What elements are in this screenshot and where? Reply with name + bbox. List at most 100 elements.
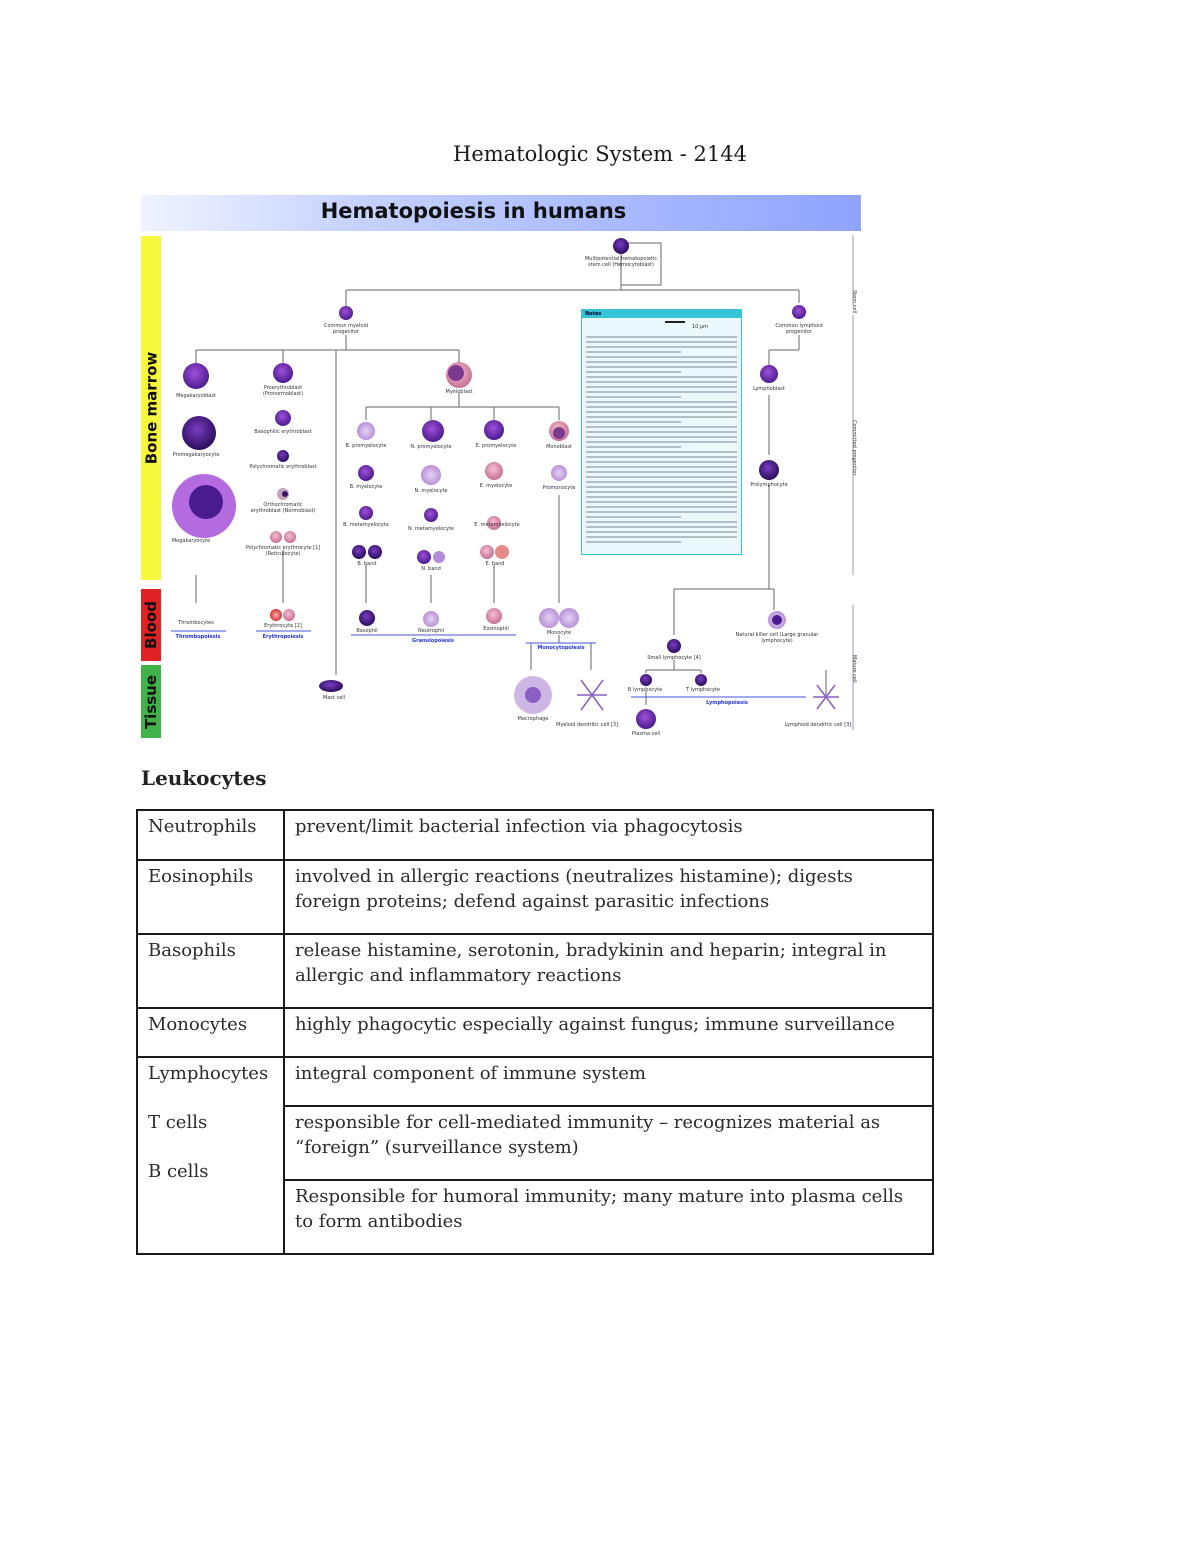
cell-lymphoid-dendritic	[813, 684, 839, 710]
cell-mast	[319, 680, 343, 692]
cell-proerythroblast	[273, 363, 293, 383]
label-e-metamyelocyte: E. metamyelocyte	[474, 522, 520, 528]
label-mast-cell: Mast cell	[322, 695, 346, 701]
cell-prolymphocyte	[759, 460, 779, 480]
label-megakaryoblast: Megakaryoblast	[176, 393, 216, 399]
label-e-band: E. band	[485, 561, 505, 567]
lineage-diagram	[171, 235, 854, 730]
cell-b-metamyelocyte	[359, 506, 373, 520]
cell-erythrocyte-b	[283, 609, 295, 621]
table-row-b-cells: Responsible for humoral immunity; many m…	[137, 1179, 934, 1255]
cell-megakaryocyte-nucleus	[189, 485, 223, 519]
cell-nk-nucleus	[772, 615, 782, 625]
label-clp: Common lymphoid progenitor	[775, 323, 823, 335]
connector-lines	[195, 242, 827, 705]
cell-name-basophils: Basophils	[136, 933, 285, 1009]
cell-neutrophil	[423, 611, 439, 627]
cells	[172, 238, 839, 729]
table-row-monocytes: Monocytes highly phagocytic especially a…	[136, 1007, 934, 1058]
table-row-neutrophils: Neutrophils prevent/limit bacterial infe…	[136, 809, 934, 861]
label-myeloblast: Myeloblast	[445, 389, 473, 395]
label-b-promyelocyte: B. promyelocyte	[345, 443, 387, 449]
label-neutrophil: Neutrophil	[417, 628, 445, 634]
cell-desc-lymphocytes: integral component of immune system	[283, 1056, 934, 1107]
label-b-band: B. band	[357, 561, 377, 567]
cell-myeloid-dendritic	[577, 679, 607, 711]
label-n-myelocyte: N. myelocyte	[414, 488, 448, 494]
cell-t-lymphocyte	[695, 674, 707, 686]
label-granulopoiesis: Granulopoiesis	[412, 638, 454, 644]
label-lymphoblast: Lymphoblast	[753, 386, 785, 392]
cell-hsc	[613, 238, 629, 254]
label-cmp: Common myeloid progenitor	[323, 323, 369, 335]
cell-macrophage-nucleus	[525, 687, 541, 703]
label-t-lymphocyte: T lymphocyte	[685, 687, 721, 693]
cell-monoblast-nucleus	[553, 427, 565, 439]
label-committed-progenitor: Committed progenitor	[851, 420, 857, 476]
b-cells-label: B cells	[148, 1161, 209, 1182]
lymphocytes-label: Lymphocytes	[148, 1063, 269, 1084]
label-mature-cell: Mature cell	[851, 655, 857, 683]
t-cells-label: T cells	[148, 1112, 208, 1133]
label-macrophage: Macrophage	[517, 716, 549, 722]
cell-plasma	[636, 709, 656, 729]
cell-n-promyelocyte	[422, 420, 444, 442]
label-promegakaryocyte: Promegakaryocyte	[172, 452, 220, 458]
label-orthochromatic-erythroblast: Orthochromatic erythroblast (Normoblast)	[250, 502, 316, 514]
cell-e-band-b	[495, 545, 509, 559]
label-nk-cell: Natural killer cell (Large granular lymp…	[735, 632, 819, 644]
notes-title: Notes	[582, 310, 741, 318]
table-row-eosinophils: Eosinophils involved in allergic reactio…	[136, 859, 934, 935]
notes-box: Notes 10 µm	[581, 309, 742, 555]
cell-desc-monocytes: highly phagocytic especially against fun…	[283, 1007, 934, 1058]
cell-n-band-b	[433, 551, 445, 563]
label-monocyte: Monocyte	[546, 630, 572, 636]
cell-small-lymphocyte	[667, 639, 681, 653]
notes-scale-label: 10 µm	[692, 324, 709, 330]
leukocytes-heading: Leukocytes	[141, 766, 267, 790]
cell-e-band-a	[480, 545, 494, 559]
cell-name-lymphocytes: Lymphocytes T cells B cells	[136, 1056, 285, 1255]
bone-marrow-band: Bone marrow	[141, 236, 161, 580]
cell-promegakaryocyte	[182, 416, 216, 450]
cell-cmp	[339, 306, 353, 320]
cell-reticulocyte-a	[270, 531, 282, 543]
tissue-band: Tissue	[141, 665, 161, 738]
cell-desc-eosinophils: involved in allergic reactions (neutrali…	[283, 859, 934, 935]
cell-e-promyelocyte	[484, 420, 504, 440]
cell-basophil	[359, 610, 375, 626]
label-lymphoid-dendritic: Lymphoid dendritic cell [3]	[784, 722, 852, 728]
label-polychromatic-erythroblast: Polychromatic erythroblast	[249, 464, 317, 470]
label-b-metamyelocyte: B. metamyelocyte	[343, 522, 389, 528]
label-thrombopoiesis: Thrombopoiesis	[175, 634, 221, 640]
cell-lymphoblast	[760, 365, 778, 383]
cell-b-band-b	[368, 545, 382, 559]
label-n-promyelocyte: N. promyelocyte	[410, 444, 452, 450]
label-b-lymphocyte: B lymphocyte	[627, 687, 663, 693]
cell-polychromatic-erythroblast	[277, 450, 289, 462]
cell-eosinophil	[486, 608, 502, 624]
cell-name-monocytes: Monocytes	[136, 1007, 285, 1058]
cell-e-myelocyte	[485, 462, 503, 480]
label-e-myelocyte: E. myelocyte	[479, 483, 513, 489]
cell-b-lymphocyte	[640, 674, 652, 686]
cell-ortho-nucleus	[282, 491, 288, 497]
cell-name-neutrophils: Neutrophils	[136, 809, 285, 861]
label-n-band: N. band	[421, 566, 441, 572]
cell-desc-basophils: release histamine, serotonin, bradykinin…	[283, 933, 934, 1009]
cell-monocyte-b	[559, 608, 579, 628]
table-row-basophils: Basophils release histamine, serotonin, …	[136, 933, 934, 1009]
label-thrombocytes: Thrombocytes	[178, 620, 214, 626]
label-lymphopoiesis: Lymphopoiesis	[706, 700, 748, 706]
cell-myeloblast-nucleus	[448, 365, 464, 381]
label-b-myelocyte: B. myelocyte	[349, 484, 383, 490]
cell-basophilic-erythroblast	[275, 410, 291, 426]
cell-b-band-a	[352, 545, 366, 559]
cell-reticulocyte-b	[284, 531, 296, 543]
cell-b-myelocyte	[358, 465, 374, 481]
label-basophilic-erythroblast: Basophilic erythroblast	[254, 429, 312, 435]
cell-desc-neutrophils: prevent/limit bacterial infection via ph…	[283, 809, 934, 861]
label-e-promyelocyte: E. promyelocyte	[475, 443, 517, 449]
page-title: Hematologic System - 2144	[453, 142, 747, 166]
cell-name-eosinophils: Eosinophils	[136, 859, 285, 935]
